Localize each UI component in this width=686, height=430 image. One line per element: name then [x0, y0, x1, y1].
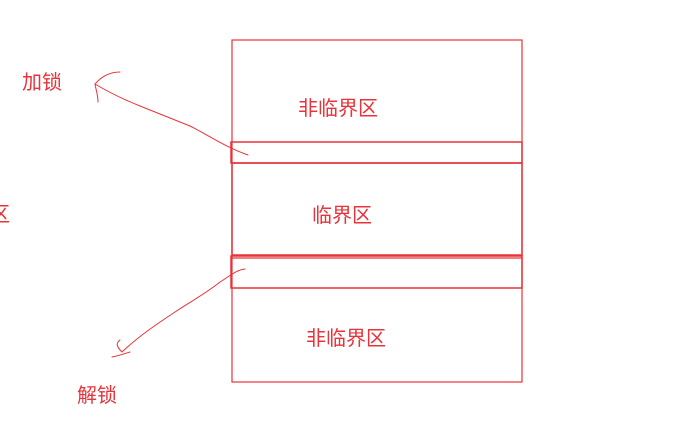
arrowhead-icon	[94, 83, 99, 103]
critical-label: 临界区	[312, 203, 372, 227]
non-critical-bottom-label: 非临界区	[306, 326, 386, 350]
cut-off-label: 区	[0, 202, 10, 226]
lock-label: 加锁	[22, 70, 62, 94]
lock-band	[230, 141, 523, 164]
unlock-band	[230, 255, 523, 289]
unlock-arrow	[111, 268, 246, 358]
lock-arrow	[94, 71, 249, 156]
critical-section-box	[231, 162, 523, 256]
unlock-label: 解锁	[77, 383, 117, 407]
non-critical-top-label: 非临界区	[298, 96, 378, 120]
arrowhead-icon	[94, 71, 121, 85]
arrowhead-icon	[111, 339, 131, 358]
